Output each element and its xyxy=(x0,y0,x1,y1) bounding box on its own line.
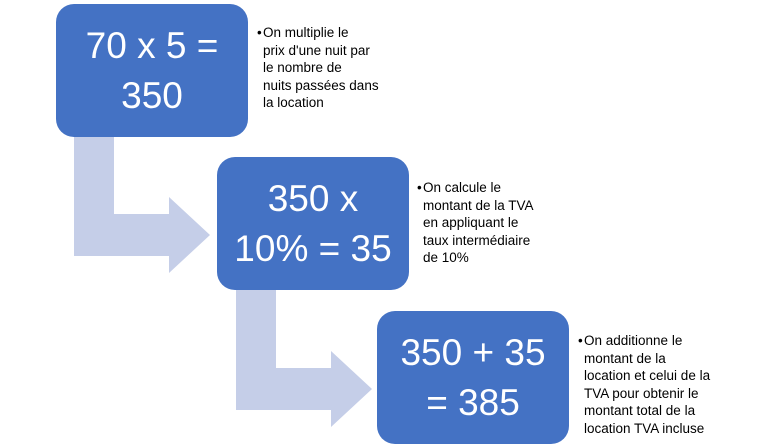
step-2-note-line: On calcule le xyxy=(423,180,502,195)
bullet-icon: • xyxy=(257,25,262,40)
step-1-note: • On multiplie le prix d'une nuit par le… xyxy=(257,24,397,112)
step-1-note-line: On multiplie le xyxy=(263,25,349,40)
step-3-note-line: TVA pour obtenir le xyxy=(584,385,699,401)
step-3-box: 350 + 35 = 385 xyxy=(377,311,569,444)
step-2-equation-line: 10% = 35 xyxy=(234,227,392,269)
bent-arrow-1 xyxy=(74,137,210,273)
step-1-box: 70 x 5 = 350 xyxy=(56,4,248,137)
step-1-note-line: nuits passées dans xyxy=(263,77,379,93)
step-2-note-line: montant de la TVA xyxy=(423,197,534,213)
step-3-note-line: montant total de la xyxy=(584,403,696,418)
step-2-note-line: taux intermédiaire xyxy=(423,232,531,248)
step-3-note-line: location et celui de la xyxy=(584,368,711,383)
step-3-note-line: On additionne le xyxy=(584,333,683,348)
step-3-equation-line: 350 + 35 xyxy=(400,331,546,373)
step-2-equation: 350 x 10% = 35 xyxy=(234,174,391,274)
step-3-equation: 350 + 35 = 385 xyxy=(400,328,545,428)
step-1-equation-line: 350 xyxy=(121,74,183,116)
step-3-equation-line: = 385 xyxy=(426,381,520,423)
step-1-note-line: le nombre de xyxy=(263,60,342,75)
step-3-note-line: location TVA incluse xyxy=(584,420,705,436)
step-2-note-line: en appliquant le xyxy=(423,215,519,230)
step-1-note-line: la location xyxy=(263,95,324,110)
bullet-icon: • xyxy=(417,180,422,195)
step-2-box: 350 x 10% = 35 xyxy=(217,157,409,290)
bent-arrow-2 xyxy=(236,290,372,427)
step-1-equation-line: 70 x 5 = xyxy=(85,24,219,66)
step-3-note: • On additionne le montant de la locatio… xyxy=(578,332,718,437)
step-2-equation-line: 350 x xyxy=(267,177,359,219)
step-2-note-line: de 10% xyxy=(423,250,469,265)
bullet-icon: • xyxy=(578,333,583,348)
step-2-note: • On calcule le montant de la TVA en app… xyxy=(417,179,567,267)
step-1-equation: 70 x 5 = 350 xyxy=(86,21,219,121)
step-1-note-line: prix d'une nuit par xyxy=(263,42,370,58)
step-3-note-line: montant de la xyxy=(584,350,666,366)
